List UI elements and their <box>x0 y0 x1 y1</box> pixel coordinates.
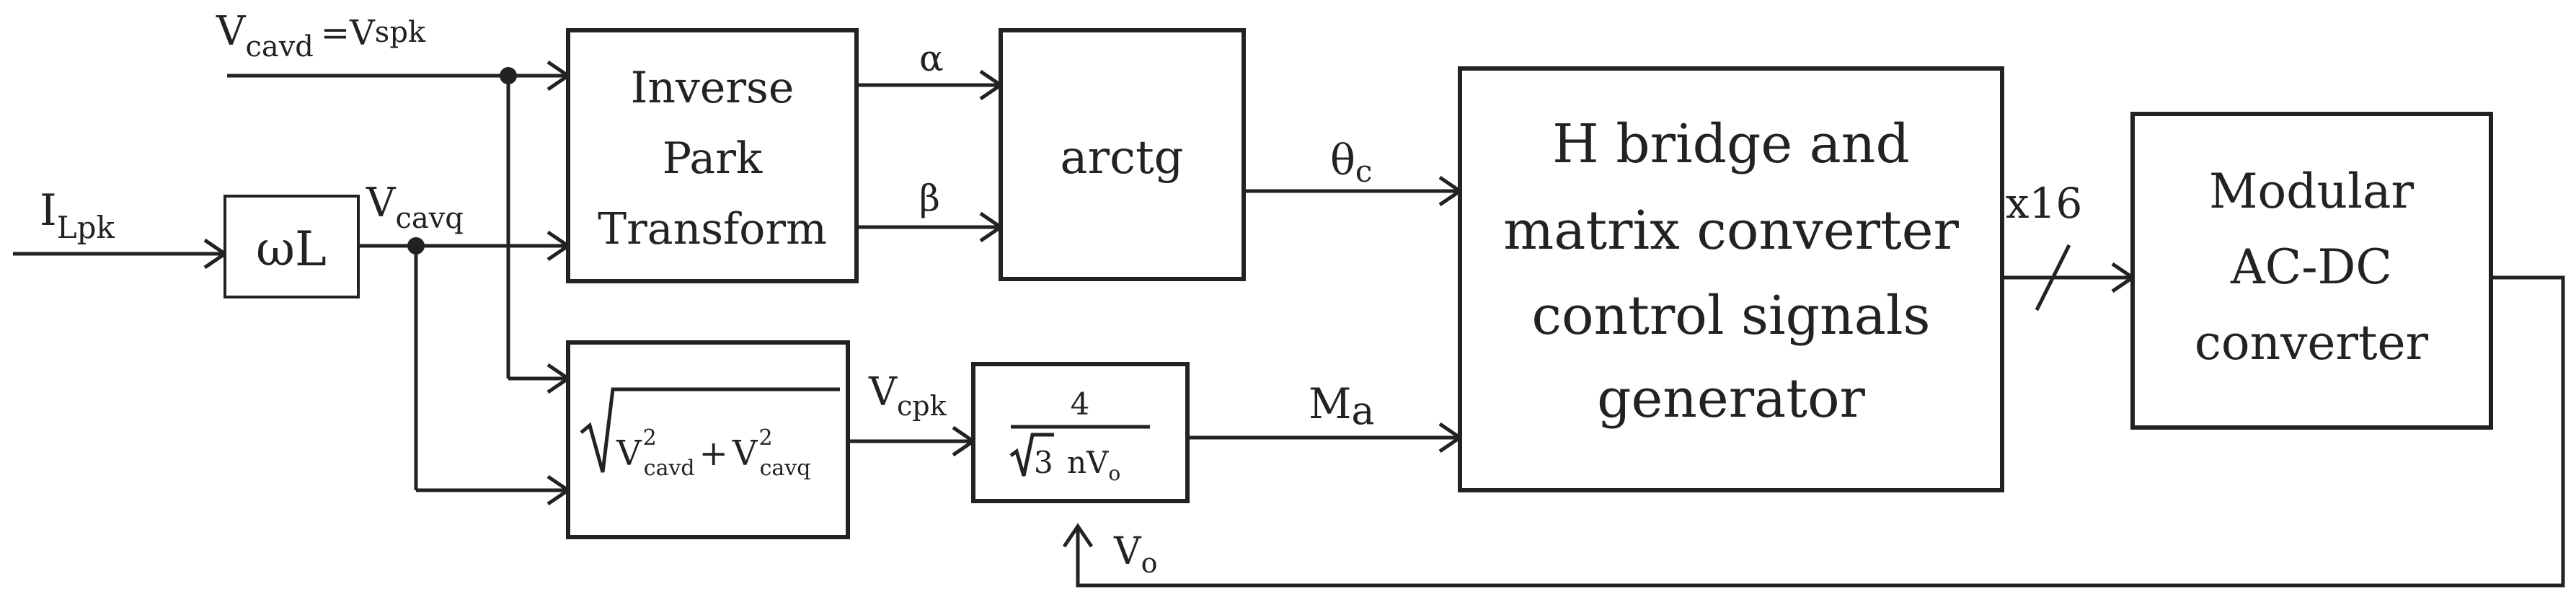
ilpk-sub: Lpk <box>57 210 115 245</box>
vcavq-junction <box>407 237 425 254</box>
beta-label: β <box>919 177 940 219</box>
gain-block: 4 3 nVo <box>971 362 1190 503</box>
modular-line-1: Modular <box>2209 164 2415 219</box>
modular-converter-block: Modular AC-DC converter <box>2130 112 2493 430</box>
sqrt-v2: V <box>732 433 758 474</box>
sqrt-sup2: 2 <box>759 425 773 451</box>
alpha-label: α <box>919 37 944 79</box>
ilpk-i: I <box>40 185 57 236</box>
theta-sym: θ <box>1330 136 1355 185</box>
ilpk-label: ILpk <box>40 185 115 245</box>
vcavd-sub: cavd <box>245 30 313 63</box>
gain-sqrt-radical <box>1009 433 1054 477</box>
hbridge-line-3: control signals <box>1532 285 1931 347</box>
arrow-vo <box>1062 523 1094 548</box>
vspk-sub: spk <box>375 16 426 49</box>
gain-den-sub: o <box>1108 461 1120 485</box>
omega-l-block: ωL <box>223 195 360 298</box>
sqrt-plus: + <box>699 433 728 474</box>
vcavq-v: V <box>366 180 397 226</box>
omega-l-label: ωL <box>256 221 327 277</box>
theta-sub: c <box>1355 154 1373 189</box>
ma-sub: a <box>1351 388 1374 433</box>
vcavd-eq: =V <box>321 13 376 53</box>
sqrt-sub1: cavd <box>644 456 695 481</box>
vo-v: V <box>1113 530 1142 573</box>
theta-c-label: θc <box>1330 136 1372 189</box>
vcavq-label: Vcavq <box>366 180 464 235</box>
modular-line-3: converter <box>2195 315 2429 371</box>
sqrt-radical <box>580 387 840 473</box>
ma-label: Ma <box>1309 379 1375 433</box>
signal-wires <box>13 74 2565 588</box>
gain-den-n: nV <box>1067 445 1109 480</box>
inverse-park-line-1: Inverse <box>631 63 795 113</box>
modular-line-2: AC-DC <box>2230 239 2392 295</box>
hbridge-line-4: generator <box>1597 368 1865 430</box>
hbridge-line-1: H bridge and <box>1552 113 1910 175</box>
inverse-park-block: Inverse Park Transform <box>566 28 859 283</box>
vo-feedback-wire <box>1076 275 2565 588</box>
ma-m: M <box>1309 379 1351 428</box>
gain-denominator: nVo <box>1067 445 1120 485</box>
vo-sub: o <box>1141 547 1158 579</box>
vcavd-vspk-label: Vcavd=Vspk <box>216 8 426 63</box>
x16-label: x16 <box>2006 179 2083 228</box>
arctg-block: arctg <box>999 28 1246 281</box>
gain-numerator: 4 <box>1071 386 1090 422</box>
vcpk-label: Vcpk <box>868 369 947 422</box>
vo-label: Vo <box>1113 530 1157 579</box>
vcavd-junction <box>500 67 517 84</box>
vcpk-v: V <box>868 369 898 415</box>
arctg-label: arctg <box>1060 131 1183 185</box>
inverse-park-line-3: Transform <box>598 204 827 254</box>
vcpk-sub: cpk <box>897 390 947 422</box>
bus-slash <box>2035 244 2071 311</box>
hbridge-line-2: matrix converter <box>1503 200 1959 262</box>
gain-sqrt3: 3 <box>1034 445 1053 480</box>
sqrt-v1: V <box>616 433 642 474</box>
sqrt-sup1: 2 <box>643 425 657 451</box>
sqrt-sub2: cavq <box>760 456 811 481</box>
hbridge-generator-block: H bridge and matrix converter control si… <box>1458 66 2004 492</box>
vcavq-sub: cavq <box>395 202 463 235</box>
vcavd-v: V <box>216 8 247 55</box>
inverse-park-line-2: Park <box>663 133 763 184</box>
